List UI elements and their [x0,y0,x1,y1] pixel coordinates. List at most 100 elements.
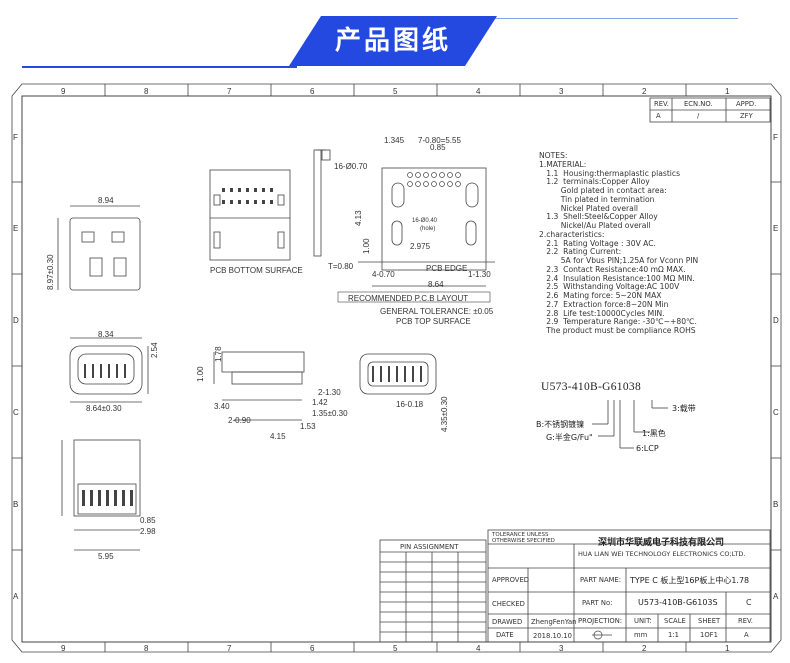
pcb-bottom-caption: PCB BOTTOM SURFACE [210,266,303,275]
dim-2-090: 2-0.90 [228,416,251,425]
notes-line: 2.6 Mating force: 5~20N MAX [539,291,662,300]
dim-hole2: (hole) [420,226,436,232]
callout-black: 1:黑色 [642,429,666,438]
dim-834: 8.34 [98,330,114,339]
notes-line: The product must be compliance ROHS [539,326,696,335]
rev-row-appd: ZFY [740,112,753,120]
zone-number-3: 3 [559,87,564,96]
checked-label: CHECKED [492,600,525,608]
zone-number-5: 5 [393,87,398,96]
zone-number-1: 1 [725,87,730,96]
zone-letter-a-right: A [773,592,779,601]
part-no-label: PART No: [582,599,613,607]
zone-letter-c: C [13,408,19,417]
part-code: U573-410B-G61038 [541,381,641,393]
notes-line: NOTES: [539,151,568,160]
notes-line: Gold plated in contact area: [539,186,667,195]
dim-435: 4.35±0.30 [440,396,449,432]
notes-line: 1.1 Housing:thermaplastic plastics [539,168,681,178]
dim-2975: 2.975 [410,242,431,251]
zone-letter-e-right: E [773,224,779,233]
zone-number-3-bottom: 3 [559,644,564,653]
dim-4-070: 4-0.70 [372,270,395,279]
approved-label: APPROVED [492,576,529,584]
notes-line: 1.2 terminals:Copper Alloy [539,177,650,187]
dim-1-130: 1-1.30 [468,270,491,279]
dim-085: 0.85 [140,516,156,525]
callout-lcp: 6:LCP [636,444,659,453]
zone-letter-b: B [13,500,19,509]
rev-header-ecn: ECN.NO. [684,100,713,108]
header-line-right [494,18,738,19]
dim-864b: 8.64 [428,280,444,289]
zone-number-8: 8 [144,87,149,96]
company-name-en: HUA LIAN WEI TECHNOLOGY ELECTRONICS CO;L… [578,550,746,558]
company-name-cn: 深圳市华联威电子科技有限公司 [598,538,725,548]
header-banner [289,16,497,66]
zone-number-4-bottom: 4 [476,644,481,653]
notes-line: 2.4 Insulation Resistance:100 MΩ MIN. [539,273,695,283]
tolerance-note: TOLERANCE UNLESS OTHERWISE SPECIFIED [492,532,555,544]
dim-415: 4.15 [270,432,286,441]
pcb-top-caption: PCB TOP SURFACE [396,317,471,326]
dim-413: 4.13 [354,210,363,226]
dim-340: 3.40 [214,402,230,411]
zone-number-1-bottom: 1 [725,644,730,653]
dim-16-018: 16-0.18 [396,400,424,409]
pin-assignment-title: PIN ASSIGNMENT [400,543,459,551]
date-label: DATE [496,631,514,639]
callout-stainless: B:不锈钢镀镍 [536,420,585,429]
notes-line: Tin plated in termination [539,194,655,204]
dim-178: 1.78 [214,346,223,362]
zone-letter-f-right: F [773,133,778,142]
zone-number-7-bottom: 7 [227,644,232,653]
part-name-value: TYPE C 板上型16P板上中心1.78 [630,576,750,585]
dim-t080: T=0.80 [328,262,354,271]
rev-value: A [744,631,749,639]
dim-153: 1.53 [300,422,316,431]
scale-value: 1:1 [668,631,679,639]
notes-line: 5A for Vbus PIN;1.25A for Vconn PIN [539,256,699,265]
dim-142: 1.42 [312,398,328,407]
zone-number-2-bottom: 2 [642,644,647,653]
zone-number-6-bottom: 6 [310,644,315,653]
zone-number-6: 6 [310,87,315,96]
zone-letter-c-right: C [773,408,779,417]
zone-letter-f: F [13,133,18,142]
zone-number-8-bottom: 8 [144,644,149,653]
unit-value: mm [634,631,648,639]
page-title: 产品图纸 [334,26,451,56]
projection-label: PROJECTION: [578,617,623,625]
part-no-value: U573-410B-G6103S [638,598,718,607]
notes-line: 2.2 Rating Current: [539,247,622,257]
zone-number-9: 9 [61,87,66,96]
zone-letter-e: E [13,224,19,233]
zone-letter-b-right: B [773,500,779,509]
dim-894: 8.94 [98,196,114,205]
dim-085b: 0.85 [430,143,446,152]
notes-line: 2.5 Withstanding Voltage:AC 100V [539,282,680,292]
zone-letter-d-right: D [773,316,779,325]
notes-line: 1.3 Shell:Steel&Copper Alloy [539,212,658,222]
sheet-value: 1OF1 [700,631,718,639]
notes-line: 2.7 Extraction force:8~20N Min [539,299,669,309]
dim-298: 2.98 [140,527,156,536]
rev-row-ecn: / [697,112,700,120]
date-value: 2018.10.10 [533,632,572,640]
dim-135: 1.35±0.30 [312,409,348,418]
dim-16-070: 16-Ø0.70 [334,162,368,171]
dim-100: 1.00 [196,366,205,382]
callout-carrier-tape: 3:载带 [672,404,696,413]
notes-line: Nickel Plated overall [539,203,639,213]
notes-line: 2.9 Temperature Range: -30℃~+80℃. [539,317,697,327]
rev-header-appd: APPD. [736,100,757,108]
notes-block: NOTES: 1.MATERIAL: 1.1 Housing:thermapla… [539,151,699,336]
dim-1345: 1.345 [384,136,405,145]
recommended-layout-caption: RECOMMENDED P.C.B LAYOUT [348,294,469,303]
dim-100b: 1.00 [362,238,371,254]
zone-number-5-bottom: 5 [393,644,398,653]
dim-595: 5.95 [98,552,114,561]
zone-number-7: 7 [227,87,232,96]
part-name-label: PART NAME: [580,576,622,584]
